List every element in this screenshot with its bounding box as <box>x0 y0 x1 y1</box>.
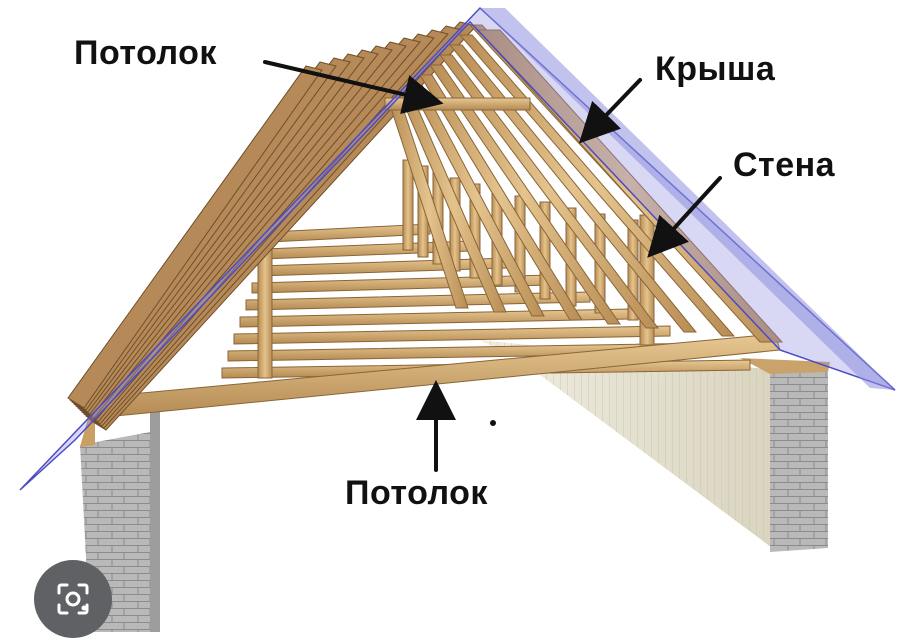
right-rafter <box>448 44 698 333</box>
dot-mark <box>490 420 496 426</box>
ceiling-joist <box>251 274 551 294</box>
stud <box>402 159 414 251</box>
arrow-ceiling-top <box>263 60 444 115</box>
brick-wall-right <box>740 358 830 552</box>
left-rafter <box>67 65 323 409</box>
label-roof: Крыша <box>655 50 776 88</box>
arrow-roof <box>578 78 642 144</box>
label-wall: Стена <box>733 146 836 184</box>
image-search-icon[interactable] <box>34 560 112 638</box>
annotation-arrows <box>263 60 722 472</box>
arrow-wall <box>647 176 722 258</box>
lens-glyph <box>57 583 89 615</box>
right-rafter <box>419 74 583 321</box>
label-ceiling-bottom: Потолок <box>345 474 488 512</box>
ceiling-joist <box>245 291 591 311</box>
right-rafter <box>438 54 660 329</box>
ceiling-joist <box>233 325 671 345</box>
side-wall <box>480 340 775 550</box>
right-rafter <box>429 64 621 325</box>
label-ceiling-top: Потолок <box>74 34 217 72</box>
collar-tie <box>384 97 531 111</box>
